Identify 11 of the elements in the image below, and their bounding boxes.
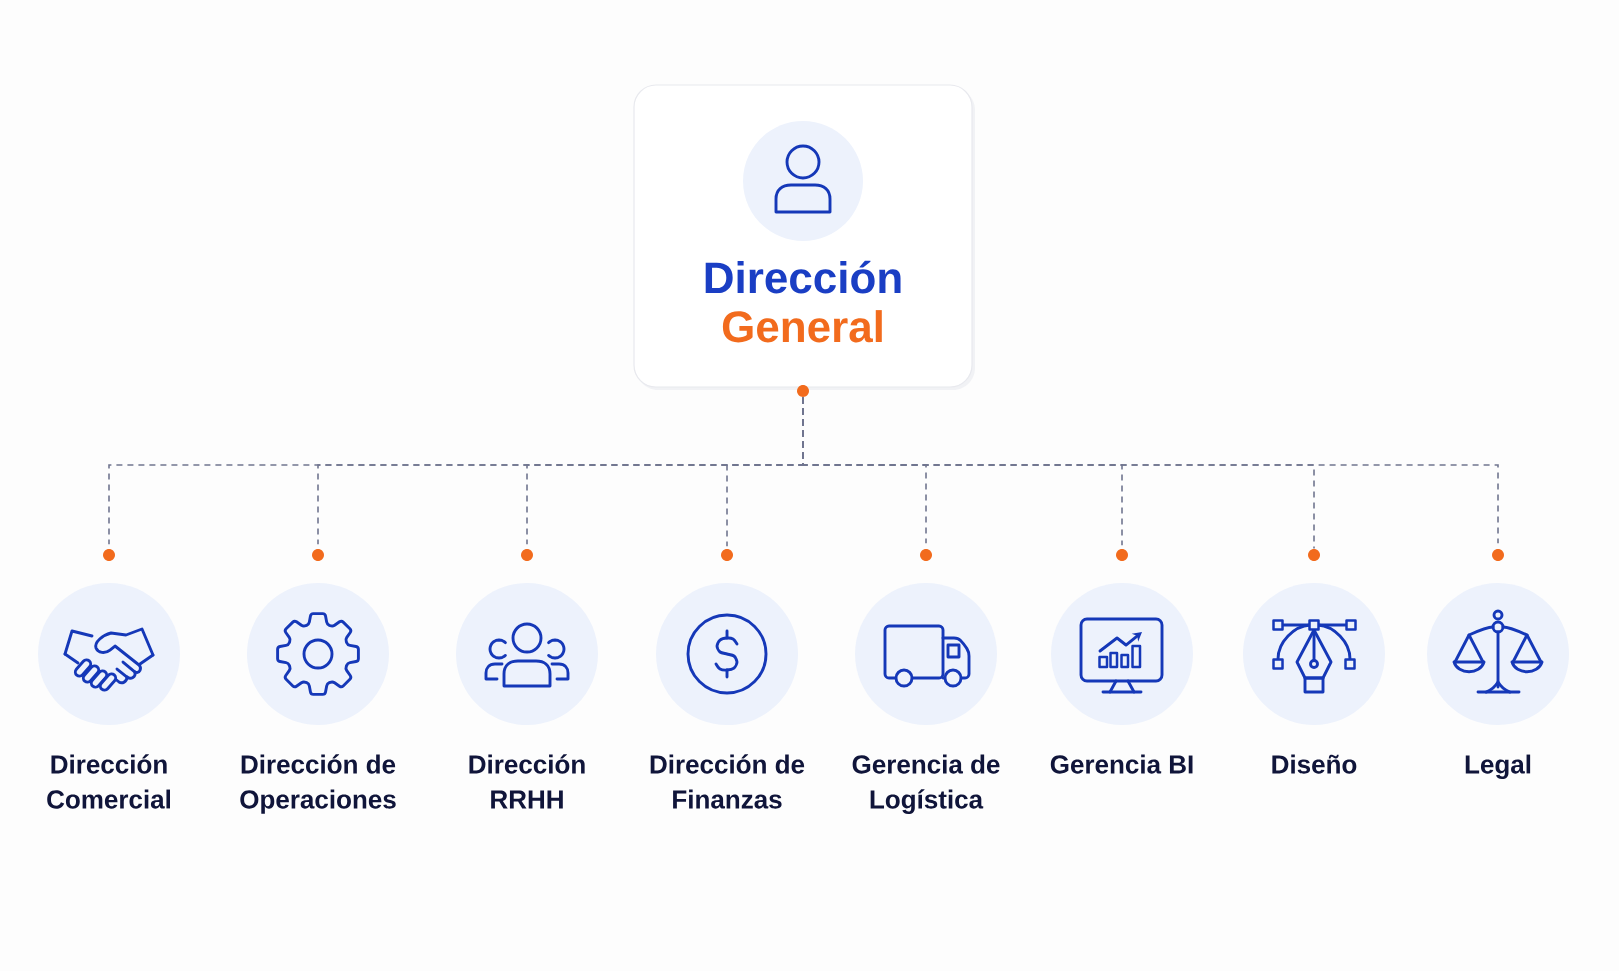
title-text: General bbox=[722, 310, 882, 343]
node-label: Dirección de Operaciones bbox=[240, 754, 396, 814]
node-label: Gerencia BI bbox=[1050, 754, 1193, 774]
node-label: Diseño bbox=[1272, 754, 1357, 774]
title-text: Dirección bbox=[705, 260, 901, 294]
node-label: Legal bbox=[1465, 754, 1531, 779]
node-label: Gerencia de Logística bbox=[852, 754, 1000, 814]
node-label: Dirección RRHH bbox=[469, 754, 585, 809]
node-label: Dirección de Finanzas bbox=[650, 754, 805, 809]
node-label: Dirección Comercial bbox=[47, 754, 170, 809]
connector-line bbox=[802, 396, 1499, 545]
